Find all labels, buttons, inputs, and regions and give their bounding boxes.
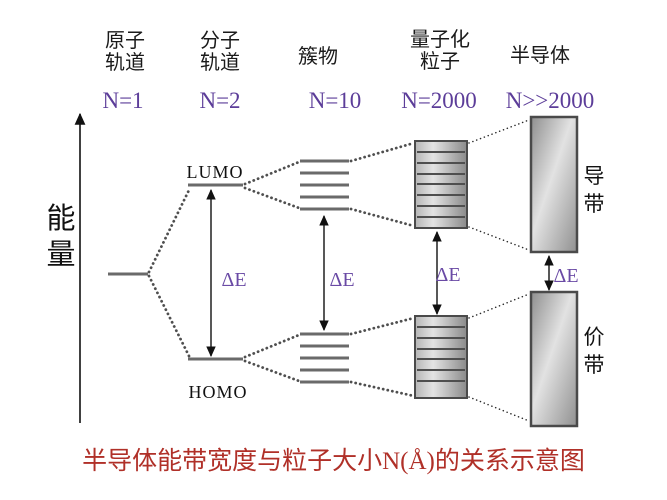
conduction-band-char-2: 带 xyxy=(583,192,605,216)
valence-band-char-2: 带 xyxy=(583,353,605,377)
quantum-particle-boxes xyxy=(414,140,468,399)
header-line: 簇物 xyxy=(298,46,338,68)
energy-char-2: 量 xyxy=(46,239,76,271)
n-label-2000: N=2000 xyxy=(401,88,477,113)
valence-band-label: 价 带 xyxy=(580,323,608,379)
header-line: 粒子 xyxy=(420,51,460,73)
column-header-quantized-particle: 量子化 粒子 xyxy=(392,29,488,73)
conduction-band-label: 导 带 xyxy=(580,162,608,218)
header-line: 半导体 xyxy=(510,45,570,67)
semiconductor-band-boxes xyxy=(529,115,579,428)
delta-e-label-n2000: ΔE xyxy=(435,264,461,286)
diagram-title: 半导体能带宽度与粒子大小N(Å)的关系示意图 xyxy=(82,448,585,475)
n-label-gg2000: N>>2000 xyxy=(505,88,595,113)
dotted-connector-lines xyxy=(147,141,416,398)
delta-e-arrows xyxy=(206,188,554,358)
energy-char-1: 能 xyxy=(46,203,76,235)
header-line: 轨道 xyxy=(105,52,145,74)
n-label-2: N=2 xyxy=(199,88,241,113)
n-label-1: N=1 xyxy=(102,88,144,113)
delta-e-label-n10: ΔE xyxy=(329,269,355,291)
fine-dotted-connector-lines xyxy=(468,119,530,422)
cluster-level-lines xyxy=(300,159,349,384)
delta-e-label-semi: ΔE xyxy=(553,265,579,287)
conduction-band-char-1: 导 xyxy=(583,164,605,188)
header-line: 轨道 xyxy=(200,52,240,74)
column-header-molecular-orbital: 分子 轨道 xyxy=(172,30,268,74)
lumo-homo-level-lines xyxy=(188,183,243,361)
lumo-label: LUMO xyxy=(186,162,244,182)
energy-axis-label: 能 量 xyxy=(44,201,78,273)
header-line: 量子化 xyxy=(410,29,470,51)
delta-e-label-n2: ΔE xyxy=(221,269,247,291)
n-label-10: N=10 xyxy=(308,88,362,113)
column-header-semiconductor: 半导体 xyxy=(492,45,588,67)
header-line: 原子 xyxy=(105,30,145,52)
column-header-atomic-orbital: 原子 轨道 xyxy=(77,30,173,74)
header-line: 分子 xyxy=(200,30,240,52)
valence-band-char-1: 价 xyxy=(583,325,605,349)
homo-label: HOMO xyxy=(188,382,248,402)
column-header-cluster: 簇物 xyxy=(270,46,366,68)
